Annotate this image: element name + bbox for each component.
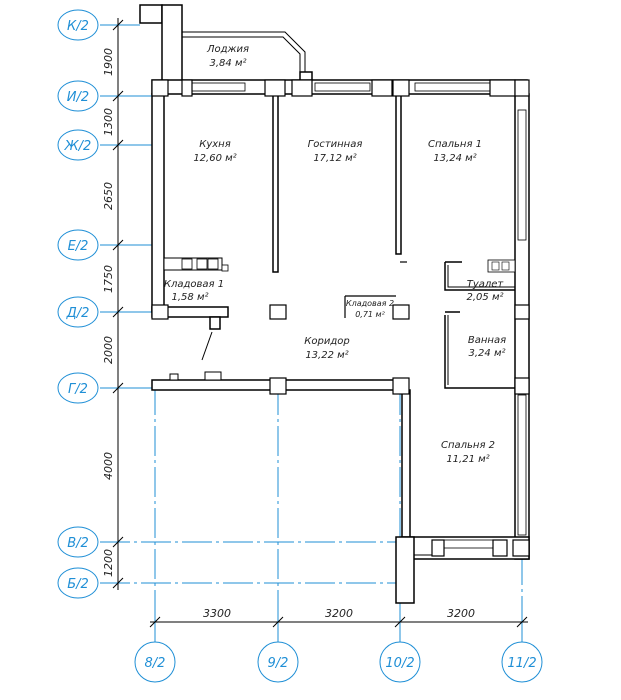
room-area-bathroom: 3,24 м²: [469, 348, 506, 359]
room-area-living: 17,12 м²: [313, 153, 356, 164]
axis-marker-row: Г/2: [57, 372, 99, 404]
room-name-toilet: Туалет: [467, 279, 505, 290]
room-name-loggia: Лоджия: [206, 44, 249, 55]
vertical-dimensions: 1900 1300 2650 1750 2000 4000 1200: [102, 48, 115, 577]
axis-label: Г/2: [68, 382, 88, 397]
axis-label: В/2: [67, 536, 89, 551]
axis-marker-col: 10/2: [379, 641, 421, 683]
column-axis-markers: 8/2 9/2 10/2 11/2: [134, 641, 543, 683]
axis-label: И/2: [67, 90, 89, 105]
grid-lines: [100, 24, 523, 643]
dimension-lines: [112, 18, 528, 628]
room-name-bathroom: Ванная: [468, 335, 506, 346]
dim-v-5: 2000: [102, 336, 115, 364]
axis-label: 10/2: [385, 656, 414, 671]
dim-v-1: 1900: [102, 48, 115, 76]
axis-label: Ж/2: [64, 139, 92, 154]
room-area-pantry2: 0,71 м²: [355, 310, 385, 319]
room-name-pantry1: Кладовая 1: [164, 279, 224, 290]
room-name-living: Гостинная: [308, 139, 363, 150]
dim-h-3: 3200: [447, 607, 475, 620]
axis-label: Б/2: [67, 577, 89, 592]
room-name-bedroom2: Спальня 2: [441, 440, 495, 451]
axis-label: К/2: [67, 19, 89, 34]
axis-marker-col: 11/2: [501, 641, 543, 683]
axis-label: 9/2: [268, 656, 289, 671]
dim-h-2: 3200: [325, 607, 353, 620]
axis-marker-col: 9/2: [257, 641, 299, 683]
axis-marker-row: Ж/2: [57, 129, 99, 161]
axis-label: Е/2: [68, 239, 89, 254]
room-labels: Лоджия 3,84 м² Кухня 12,60 м² Гостинная …: [164, 44, 506, 465]
axis-marker-row: К/2: [57, 9, 99, 41]
dim-v-7: 1200: [102, 549, 115, 577]
room-area-bedroom1: 13,24 м²: [433, 153, 476, 164]
axis-label: 11/2: [507, 656, 536, 671]
room-area-loggia: 3,84 м²: [210, 58, 247, 69]
dim-h-1: 3300: [203, 607, 231, 620]
horizontal-dimensions: 3300 3200 3200: [203, 607, 475, 620]
room-area-pantry1: 1,58 м²: [172, 292, 209, 303]
room-name-kitchen: Кухня: [199, 139, 231, 150]
axis-marker-row: И/2: [57, 80, 99, 112]
room-name-corridor: Коридор: [304, 336, 349, 347]
axis-marker-row: Е/2: [57, 229, 99, 261]
room-area-kitchen: 12,60 м²: [193, 153, 236, 164]
columns: [151, 79, 530, 557]
dim-v-4: 1750: [102, 265, 115, 293]
room-area-corridor: 13,22 м²: [305, 350, 348, 361]
axis-marker-row: Б/2: [57, 567, 99, 599]
axis-marker-row: Д/2: [57, 296, 99, 328]
room-name-bedroom1: Спальня 1: [428, 139, 482, 150]
axis-marker-row: В/2: [57, 526, 99, 558]
dim-v-3: 2650: [102, 182, 115, 210]
room-area-bedroom2: 11,21 м²: [446, 454, 489, 465]
axis-label: 8/2: [145, 656, 166, 671]
axis-marker-col: 8/2: [134, 641, 176, 683]
room-area-toilet: 2,05 м²: [467, 292, 504, 303]
dim-v-6: 4000: [102, 452, 115, 480]
room-name-pantry2: Кладовая 2: [346, 299, 394, 308]
walls: [139, 4, 530, 604]
row-axis-markers: К/2 И/2 Ж/2 Е/2 Д/2 Г/2 В/2 Б/2: [57, 9, 99, 599]
axis-label: Д/2: [66, 306, 90, 321]
dim-v-2: 1300: [102, 108, 115, 136]
